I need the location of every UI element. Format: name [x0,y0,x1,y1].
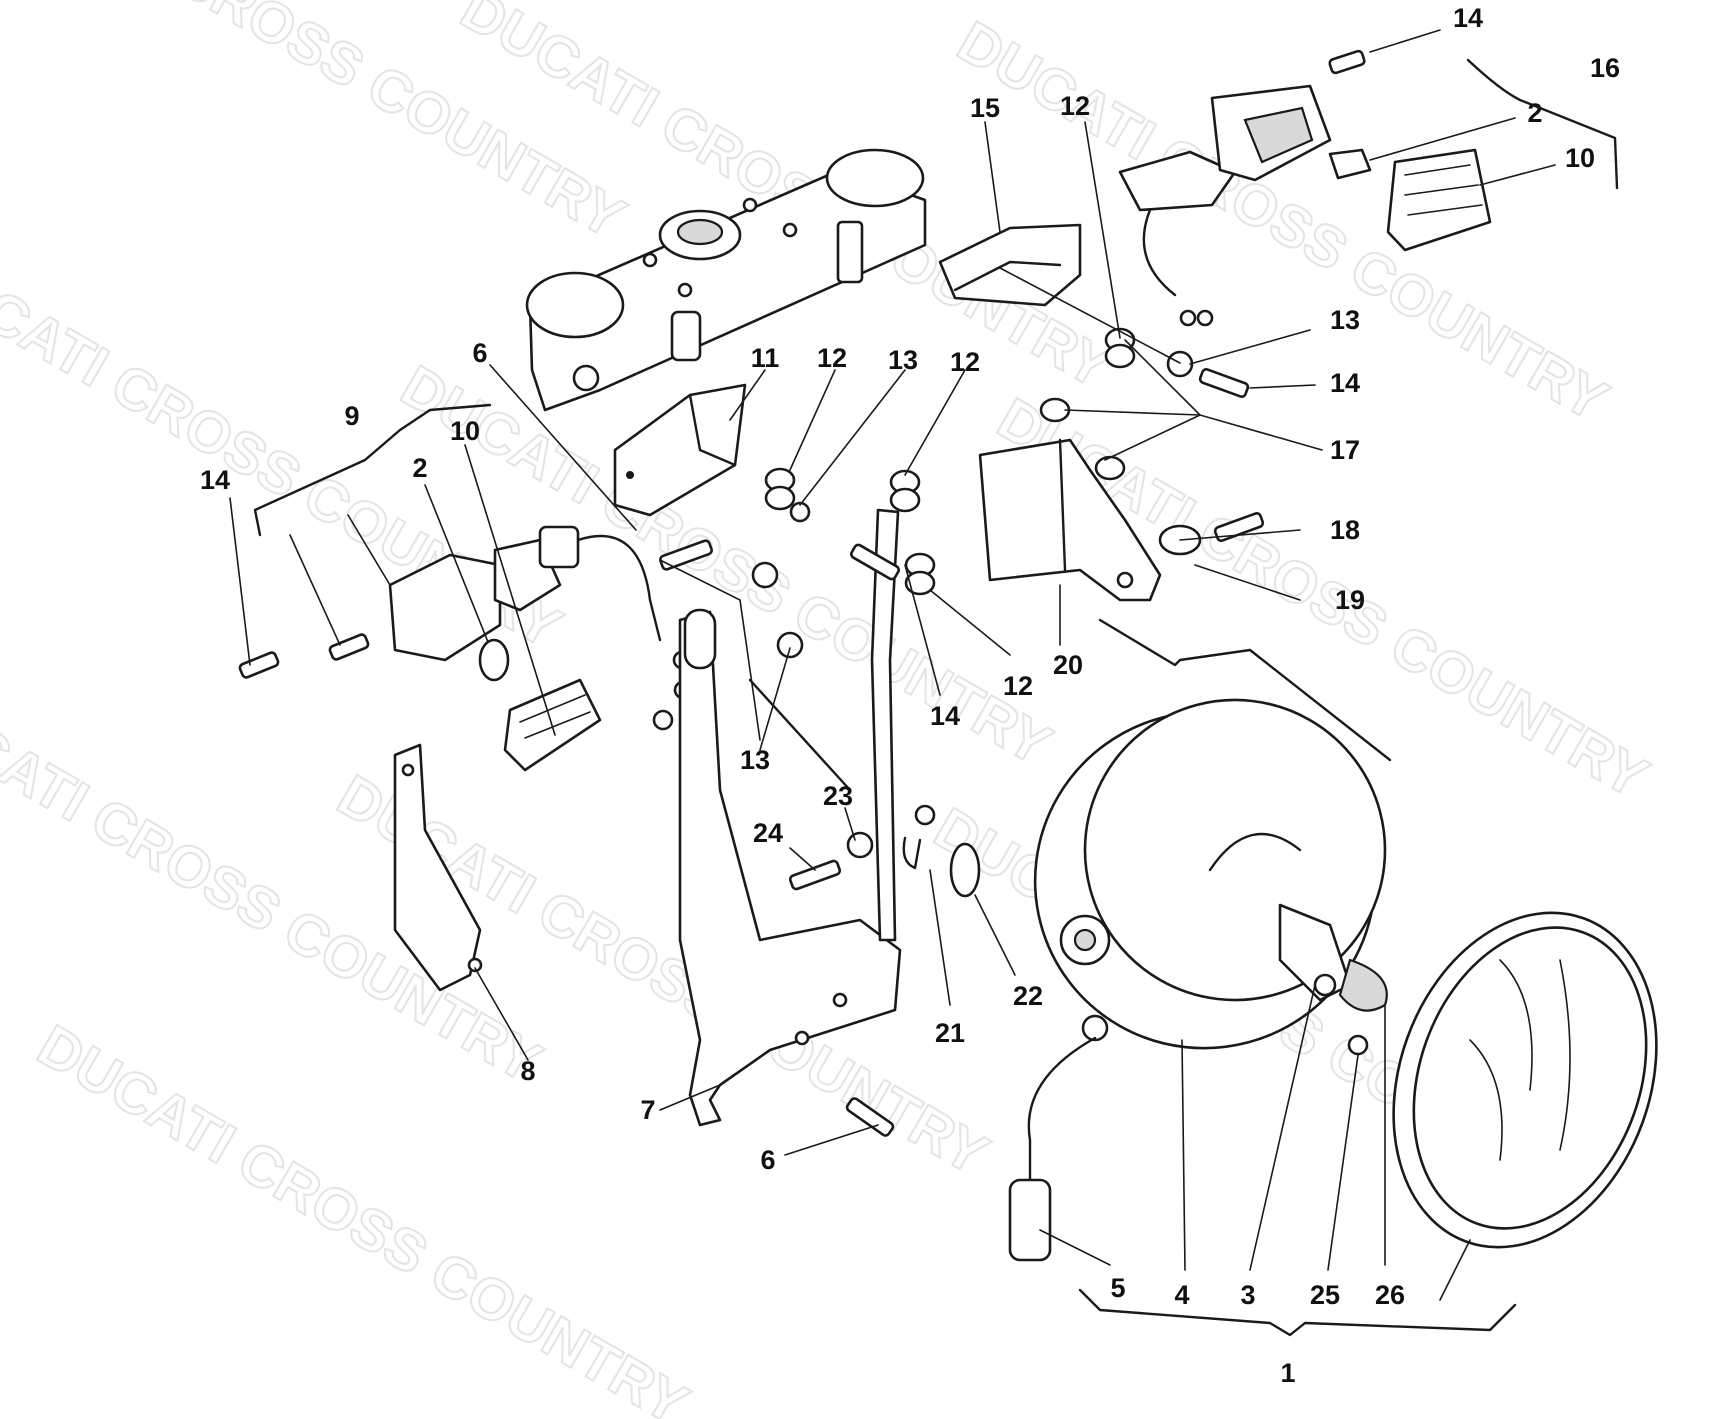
callout-label: 13 [888,345,918,375]
callout-label: 11 [751,343,780,373]
callout-label: 13 [1330,305,1360,335]
callout-label: 3 [1240,1280,1255,1310]
callout-label: 25 [1310,1280,1340,1310]
callout-label: 5 [1110,1273,1125,1303]
left-turn-signal [238,525,693,772]
callout-label: 6 [472,338,487,368]
headlight-support [652,508,902,1127]
headlight-shell [1008,698,1388,1262]
callout-label: 10 [450,416,480,446]
callout-label: 13 [740,745,770,775]
right-signal-bracket [938,223,1082,307]
callout-label: 20 [1053,650,1083,680]
right-turn-signal [1118,49,1492,327]
callout-label: 2 [412,453,427,483]
callout-label: 12 [1003,671,1033,701]
callout-label: 9 [344,401,359,431]
callout-label: 21 [935,1018,965,1048]
callout-label: 8 [520,1056,535,1086]
watermark-text: DUCATI CROSS COUNTRY [27,1013,699,1419]
callout-label: 14 [930,701,960,731]
right-upper-bracket [978,438,1162,602]
callout-label: 12 [1060,91,1090,121]
callout-label: 7 [640,1095,655,1125]
callout-label: 16 [1590,53,1620,83]
left-lower-bracket [393,743,483,992]
callout-label: 14 [200,465,230,495]
callout-label: 19 [1335,585,1365,615]
leader-lines [229,29,1619,1337]
hardware-set [659,327,1265,1137]
callout-labels: 14 16 2 10 15 12 13 14 6 11 12 13 12 9 1… [200,3,1620,1388]
callout-label: 14 [1330,368,1360,398]
headlight-lens [1392,911,1658,1249]
left-signal-bracket [613,383,747,517]
callout-label: 26 [1375,1280,1405,1310]
callout-label: 17 [1330,435,1360,465]
callout-label: 10 [1565,143,1595,173]
callout-label: 15 [970,93,1000,123]
callout-label: 6 [760,1145,775,1175]
callout-label: 18 [1330,515,1360,545]
callout-label: 1 [1280,1358,1295,1388]
callout-label: 22 [1013,981,1043,1011]
callout-label: 24 [753,818,783,848]
callout-label: 14 [1453,3,1483,33]
callout-label: 23 [823,781,853,811]
callout-label: 2 [1527,98,1542,128]
triple-clamp [525,148,927,412]
callout-label: 4 [1174,1280,1189,1310]
callout-label: 12 [817,343,847,373]
callout-label: 12 [950,347,980,377]
